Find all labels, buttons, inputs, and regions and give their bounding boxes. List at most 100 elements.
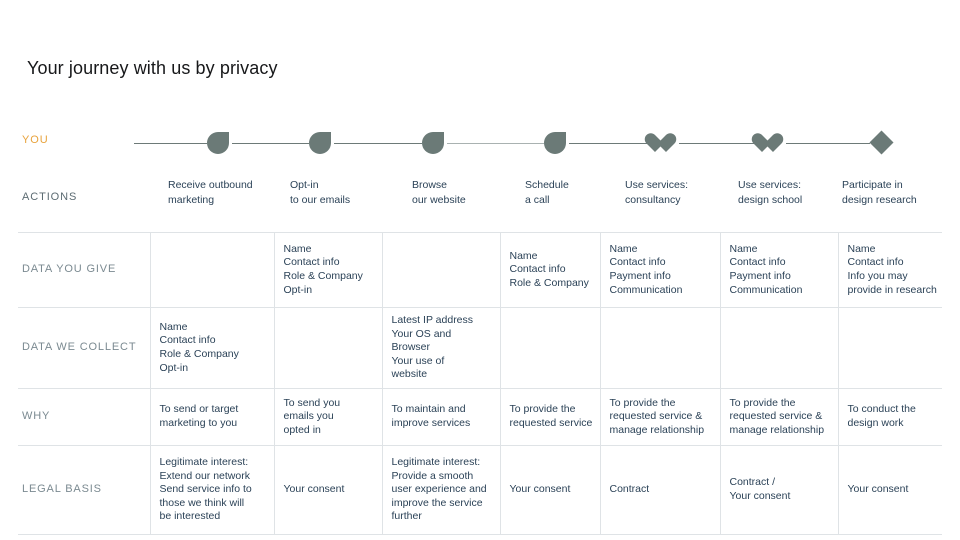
row-legal-basis-label: LEGAL BASIS: [18, 445, 151, 535]
cell-line: To send you: [283, 396, 341, 409]
page-title: Your journey with us by privacy: [27, 58, 278, 78]
cell-line: marketing to you: [159, 416, 238, 429]
journey-track: [134, 126, 894, 162]
cell-line: emails you: [283, 410, 334, 423]
row-why-label: WHY: [18, 388, 151, 446]
row-data-we-collect-cell-4: [500, 307, 601, 389]
cell-line: requested service &: [729, 410, 823, 423]
action-label-line: design research: [842, 193, 917, 206]
action-label-line: Schedule: [525, 179, 569, 191]
journey-node-use-services-consultancy[interactable]: [654, 132, 678, 156]
cell-line: Browser: [391, 341, 431, 354]
cell-line: Your consent: [283, 483, 345, 496]
cell-line: Name: [283, 242, 312, 255]
journey-node-browse-website[interactable]: [422, 132, 446, 156]
cell-line: To provide the: [609, 396, 676, 409]
cell-line: Contract: [609, 483, 650, 496]
action-label-line: design school: [738, 193, 803, 206]
teardrop-icon: [207, 132, 229, 154]
action-label-line: Receive outbound: [168, 179, 253, 191]
diamond-icon: [869, 130, 894, 155]
journey-node-opt-in[interactable]: [309, 132, 333, 156]
action-label-4: Schedule a call: [525, 178, 569, 207]
cell-line: Name: [159, 320, 188, 333]
journey-node-use-services-design-school[interactable]: [761, 132, 785, 156]
cell-line: Name: [609, 242, 638, 255]
cell-line: Contact info: [847, 256, 904, 269]
cell-content: Your consent: [848, 483, 935, 497]
cell-line: opted in: [283, 423, 321, 436]
cell-line: Your consent: [847, 483, 909, 496]
cell-line: Payment info: [729, 270, 791, 282]
journey-node-schedule-call[interactable]: [544, 132, 568, 156]
heart-icon: [654, 132, 678, 154]
teardrop-icon: [544, 132, 566, 154]
cell-line: Payment info: [609, 270, 671, 282]
journey-node-receive-outbound-marketing[interactable]: [207, 132, 231, 156]
heart-icon: [761, 132, 785, 154]
row-data-we-collect-cell-6: [720, 307, 839, 389]
cell-content: Your consent: [510, 483, 592, 497]
journey-connector: [447, 143, 544, 144]
cell-line: To provide the: [729, 396, 796, 409]
cell-line: user experience and: [391, 483, 487, 496]
cell-line: manage relationship: [729, 423, 825, 436]
teardrop-icon: [309, 132, 331, 154]
journey-connector: [134, 143, 207, 144]
cell-line: Your use of: [391, 354, 445, 367]
cell-content: Your consent: [284, 483, 374, 497]
cell-line: website: [391, 368, 428, 381]
cell-line: Your consent: [509, 483, 571, 496]
cell-line: provide in research: [847, 283, 937, 296]
cell-line: Send service info to: [159, 483, 252, 496]
action-label-line: Browse: [412, 179, 448, 191]
row-data-you-give-cell-3: [382, 233, 501, 308]
action-label-line: to our emails: [290, 193, 351, 206]
action-label-line: marketing: [168, 193, 215, 206]
row-data-we-collect-label: DATA WE COLLECT: [18, 307, 151, 389]
row-legal-basis-cell-2: Your consent: [274, 445, 383, 535]
action-label-5: Use services:consultancy: [625, 178, 688, 207]
action-label-line: a call: [525, 193, 550, 206]
cell-line: Extend our network: [159, 469, 250, 482]
cell-line: Your consent: [729, 489, 791, 502]
cell-line: Contact info: [283, 256, 340, 269]
cell-line: Legitimate interest:: [159, 455, 249, 468]
row-legal-basis-cell-7: Your consent: [838, 445, 942, 535]
journey-node-participate-design-research[interactable]: [869, 130, 894, 156]
action-label-line: our website: [412, 193, 466, 206]
action-label-line: Use services:: [625, 179, 689, 191]
action-label-6: Use services:design school: [738, 178, 802, 207]
cell-line: further: [391, 510, 422, 523]
cell-content: Contract /Your consent: [730, 476, 830, 503]
cell-line: improve the service: [391, 496, 483, 509]
cell-line: Name: [729, 242, 758, 255]
journey-you-label: YOU: [22, 134, 49, 146]
